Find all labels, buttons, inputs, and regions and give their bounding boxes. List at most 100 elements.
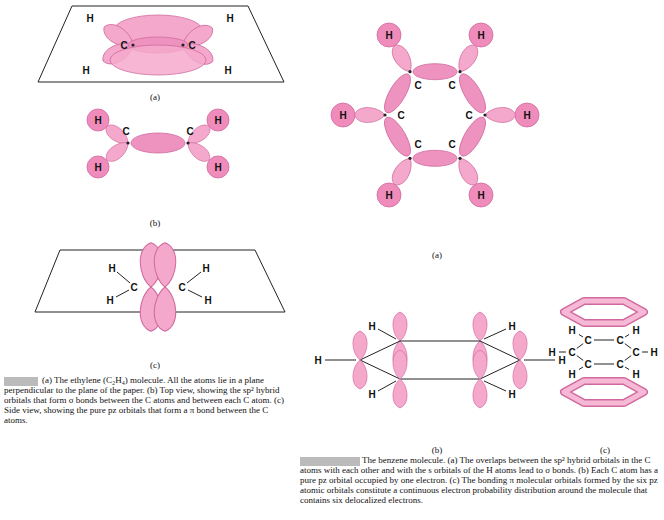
bond-line (116, 290, 129, 297)
figure-caption: The benzene molecule. (a) The overlaps b… (300, 455, 660, 505)
pz-lobe (393, 379, 407, 408)
nucleus-dot (186, 141, 189, 144)
pz-lobe (353, 360, 367, 389)
atom-label: H (385, 30, 392, 41)
pz-lobe (513, 331, 527, 360)
h-s-orbital (331, 103, 355, 127)
pz-lobe (154, 287, 175, 331)
h-s-orbital (207, 156, 229, 178)
pz-lobe (473, 312, 487, 341)
atom-label: H (568, 369, 575, 380)
atom-label: H (86, 13, 93, 24)
atom-label: H (94, 162, 101, 173)
pz-lobe (393, 350, 407, 379)
atom-label: C (584, 359, 591, 370)
sigma-bond (413, 64, 457, 80)
sigma-bond (131, 133, 185, 153)
ethylene-side-view (35, 243, 285, 331)
pi-cloud-ring (564, 381, 644, 403)
h-s-orbital (87, 109, 109, 131)
nucleus-dot (458, 157, 461, 160)
figure-number-bar (4, 377, 38, 386)
atom-label: C (616, 335, 623, 346)
h-s-orbital (469, 183, 493, 207)
nucleus-dot (181, 43, 184, 46)
bond-line (524, 360, 555, 361)
pi-cloud-ring (564, 381, 644, 403)
sigma-bond (380, 114, 416, 160)
atom-label: H (226, 13, 233, 24)
nucleus-dot (483, 113, 486, 116)
panel-letter: (c) (150, 360, 160, 370)
h-s-orbital (207, 109, 229, 131)
atom-label: C (568, 347, 575, 358)
bond-line (577, 344, 583, 349)
atom-label: C (188, 40, 195, 51)
sigma-bond (413, 150, 457, 166)
bond-line (625, 367, 629, 370)
sp2-lobe (485, 108, 516, 123)
atom-label: C (448, 80, 455, 91)
bond-line (579, 335, 583, 338)
sigma-bond (380, 70, 416, 116)
atom-label: H (224, 65, 231, 76)
atom-label: C (414, 139, 421, 150)
nucleus-dot (408, 70, 411, 73)
bond-line (484, 381, 506, 391)
atom-label: C (584, 335, 591, 346)
bond-line (559, 352, 566, 353)
atom-label: H (204, 295, 211, 306)
atom-label: C (616, 359, 623, 370)
pz-lobe (393, 312, 407, 341)
bond-line (187, 272, 201, 283)
atom-label: C (120, 40, 127, 51)
figure-number-bar (300, 457, 360, 466)
atom-label: C (414, 80, 421, 91)
bond-line (117, 272, 130, 283)
atom-label: H (108, 263, 115, 274)
atom-label: H (314, 355, 321, 366)
bond-line (577, 356, 583, 361)
atom-label: C (130, 282, 137, 293)
bond-line (625, 344, 631, 349)
atom-label: C (465, 110, 472, 121)
pz-lobe (513, 360, 527, 389)
atom-label: C (122, 126, 129, 137)
nucleus-dot (408, 157, 411, 160)
h-s-orbital (515, 103, 539, 127)
atom-label: H (548, 347, 555, 358)
benzene-sigma-framework (331, 23, 539, 207)
bond-line (378, 329, 396, 339)
atom-label: H (650, 347, 657, 358)
bond-line (579, 367, 583, 370)
atom-label: H (477, 190, 484, 201)
bond-line (625, 356, 631, 361)
panel-letter: (b) (432, 445, 443, 455)
atom-label: H (632, 325, 639, 336)
bond-line (594, 364, 614, 365)
atom-label: H (508, 389, 515, 400)
panel-letter: (c) (600, 445, 610, 455)
atom-label: H (202, 263, 209, 274)
panel-letter: (a) (150, 92, 160, 102)
ring-bonds (360, 341, 520, 379)
h-s-orbital (377, 23, 401, 47)
atom-label: C (448, 139, 455, 150)
panel-letter: (b) (150, 218, 161, 228)
nucleus-dot (458, 70, 461, 73)
pz-lobe (473, 379, 487, 408)
pz-lobe (473, 350, 487, 379)
atom-label: H (477, 30, 484, 41)
atom-label: H (339, 110, 346, 121)
atom-label: H (214, 162, 221, 173)
benzene-pz-orbitals (325, 312, 555, 408)
atom-label: C (632, 347, 639, 358)
benzene-pi-clouds (559, 301, 648, 403)
pz-lobe (353, 331, 367, 360)
atom-label: H (508, 321, 515, 332)
bond-line (594, 340, 614, 341)
atom-label: H (568, 325, 575, 336)
pi-cloud-ring (564, 301, 644, 323)
atom-label: C (186, 126, 193, 137)
